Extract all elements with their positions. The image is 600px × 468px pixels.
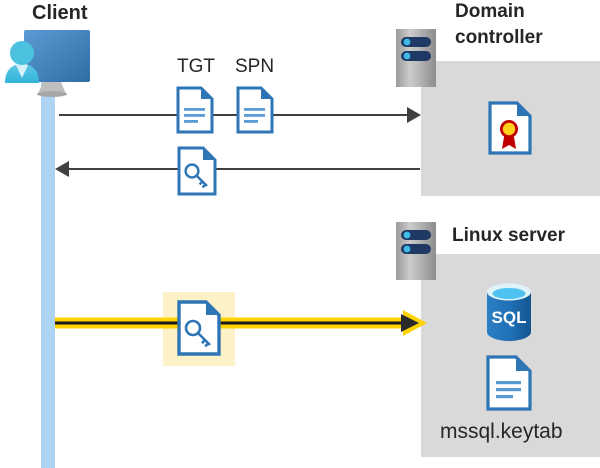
flow-2-arrow <box>55 158 420 180</box>
flow-1-arrow <box>55 104 421 126</box>
sql-database-icon: SQL <box>481 281 537 343</box>
client-label: Client <box>32 2 88 24</box>
service-ticket-key-document-icon <box>177 300 221 356</box>
client-lifeline <box>41 60 55 468</box>
sql-database-text: SQL <box>492 308 527 327</box>
domain-controller-label-line1: Domain <box>455 1 525 22</box>
certificate-document-icon <box>488 101 532 155</box>
domain-controller-label-line2: controller <box>455 27 543 48</box>
flow-3-arrow <box>55 310 427 336</box>
linux-server-server-icon <box>396 222 436 280</box>
linux-server-label: Linux server <box>452 225 565 246</box>
keytab-file-label: mssql.keytab <box>440 420 563 443</box>
spn-document-icon <box>236 86 274 134</box>
keytab-document-icon <box>486 355 532 411</box>
spn-label: SPN <box>235 56 275 77</box>
domain-controller-server-icon <box>396 29 436 87</box>
ticket-key-document-icon <box>177 146 217 196</box>
tgt-document-icon <box>176 86 214 134</box>
tgt-label: TGT <box>177 56 215 77</box>
user-computer-icon <box>2 26 96 98</box>
